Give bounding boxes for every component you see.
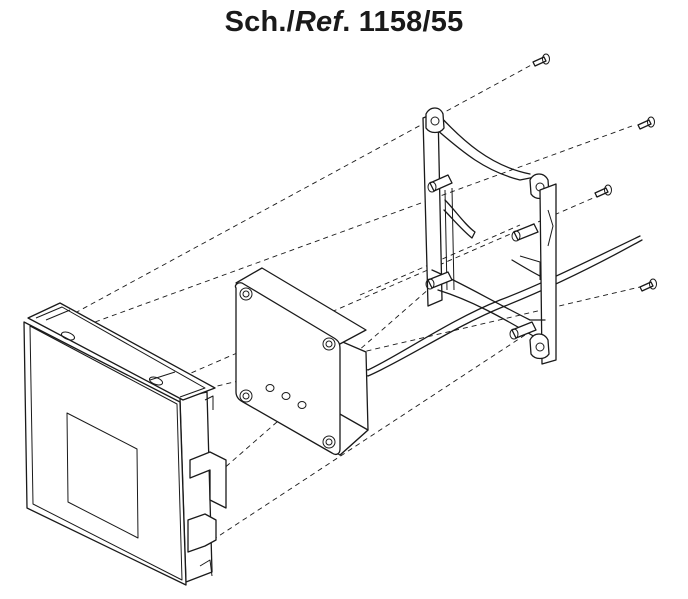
title-italic: Ref [294,6,343,38]
fixing-screw [637,116,655,130]
frame-post [425,271,453,290]
fixing-screw [594,184,612,198]
title-suffix: . 1158/55 [342,6,464,38]
frame-post [511,223,539,242]
connection-cable [354,235,643,377]
front-cover-plate [23,302,227,586]
electronic-module [234,267,369,456]
fixing-screw [639,278,657,292]
frame-post [509,321,537,340]
title-prefix: Sch./ [224,6,295,38]
frame-post [427,174,453,193]
page-title: Sch./Ref. 1158/55 [0,6,688,39]
fixing-screw [532,53,550,67]
mounting-frame [422,107,557,365]
